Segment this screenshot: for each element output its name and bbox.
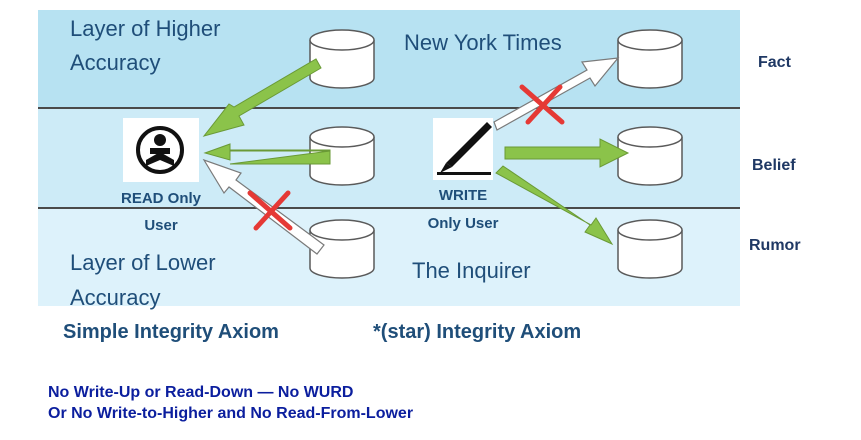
database-icon [309, 29, 375, 89]
source-label-top: New York Times [404, 30, 562, 55]
level-label-rumor: Rumor [749, 237, 801, 254]
database-icon [617, 126, 683, 186]
lower-layer-label-line1: Layer of Lower [70, 250, 216, 275]
higher-layer-label-line1: Layer of Higher [70, 16, 221, 41]
rule-line-2: Or No Write-to-Higher and No Read-From-L… [48, 405, 414, 422]
higher-layer-label-line2: Accuracy [70, 50, 161, 75]
level-label-fact: Fact [758, 54, 791, 71]
red-x-icon [519, 84, 565, 125]
read-user-label-line1: READ Only [120, 190, 201, 207]
write-user-label-line1: WRITE [438, 187, 488, 204]
red-x-icon [247, 190, 293, 231]
layer-divider-top [38, 107, 740, 109]
read-user-label-line2: User [144, 217, 178, 234]
rule-line-1: No Write-Up or Read-Down — No WURD [48, 384, 354, 401]
simple-integrity-axiom-caption: Simple Integrity Axiom [63, 321, 279, 343]
database-icon [617, 219, 683, 279]
layer-divider-bottom [38, 207, 740, 209]
level-label-belief: Belief [752, 157, 796, 174]
write-to-lower-arrow [495, 165, 614, 246]
star-integrity-axiom-caption: *(star) Integrity Axiom [373, 321, 582, 343]
lower-layer-label-line2: Accuracy [70, 285, 161, 310]
source-label-bottom: The Inquirer [412, 258, 531, 283]
write-user-label-line2: Only User [427, 215, 499, 232]
read-from-same-arrow [203, 143, 331, 165]
read-from-higher-arrow [202, 58, 322, 137]
pen-icon [433, 118, 493, 180]
database-icon [617, 29, 683, 89]
write-to-same-arrow [504, 138, 630, 168]
reader-icon [123, 118, 199, 182]
